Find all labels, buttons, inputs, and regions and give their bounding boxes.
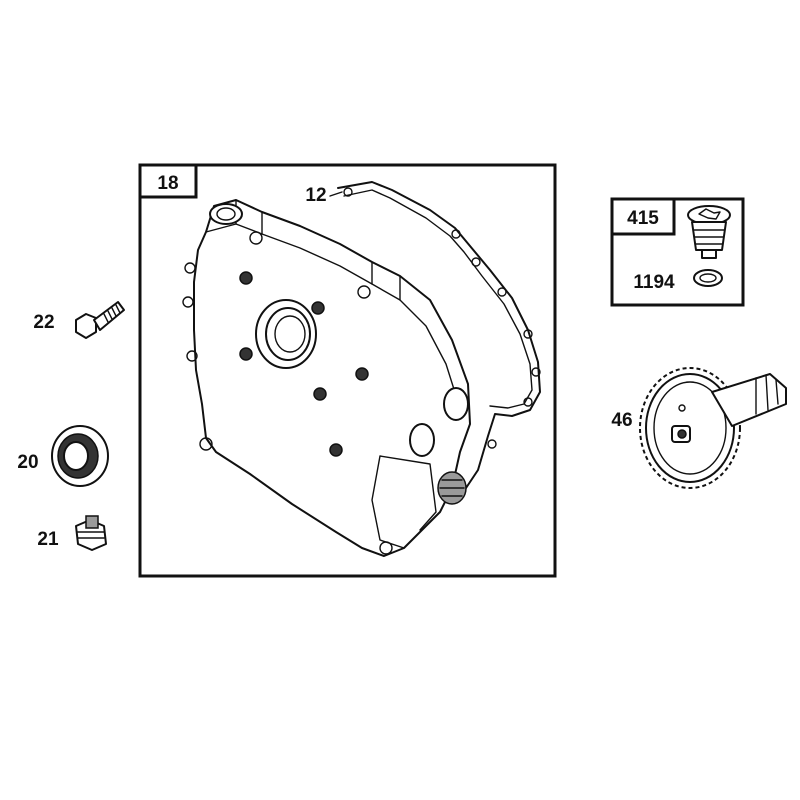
camshaft-gear xyxy=(639,367,787,489)
oil-plug-washer xyxy=(693,269,723,287)
callout-415: 415 xyxy=(627,208,659,229)
crankcase-gasket xyxy=(337,181,541,501)
callout-21: 21 xyxy=(37,529,59,550)
crankcase-cover xyxy=(182,199,471,557)
oil-seal xyxy=(51,425,109,487)
bolt xyxy=(75,301,125,339)
callout-22: 22 xyxy=(33,312,54,333)
drain-plug xyxy=(75,515,107,551)
callout-46: 46 xyxy=(611,410,632,431)
callout-20: 20 xyxy=(17,452,38,473)
callout-18: 18 xyxy=(157,173,178,194)
callout-1194: 1194 xyxy=(633,272,675,293)
group-box-415: 415 1194 xyxy=(610,197,745,307)
callout-12: 12 xyxy=(305,185,326,206)
oil-fill-plug xyxy=(687,205,731,259)
group-box-18: 18 xyxy=(138,163,557,578)
